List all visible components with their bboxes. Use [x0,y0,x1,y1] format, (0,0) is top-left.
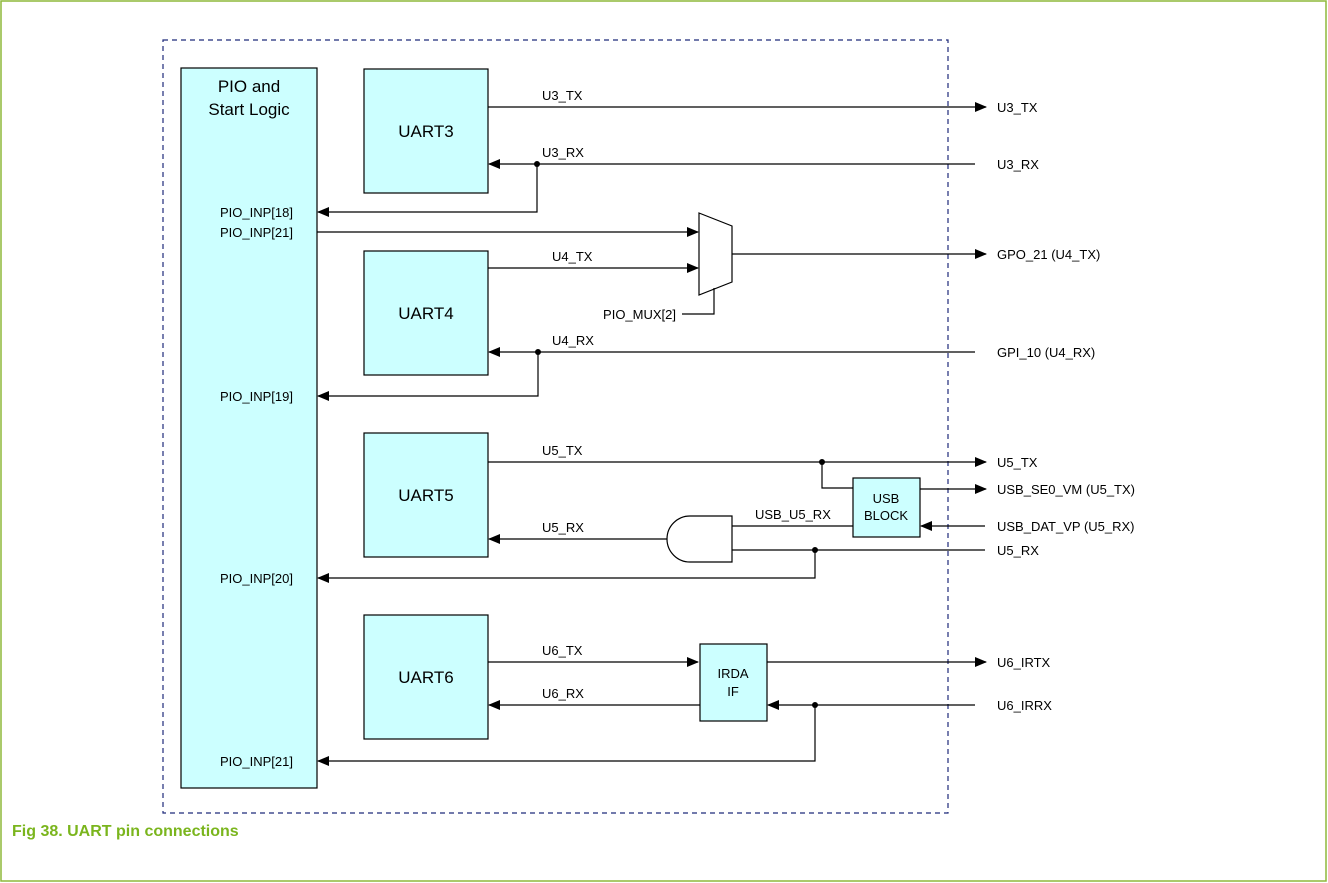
pio-inp18-label: PIO_INP[18] [220,205,293,220]
u4-rx-signal-label: U4_RX [552,333,594,348]
pio-mux-select-wire [682,288,715,315]
u5-tx-pin-label: U5_TX [997,455,1038,470]
figure-caption: Fig 38. UART pin connections [12,823,239,840]
u5-tx-to-usb-wire [821,462,853,489]
u6-irtx-pin-label: U6_IRTX [997,655,1051,670]
u6-irrx-to-pio-wire [317,705,816,766]
and-gate [666,515,733,563]
pio-mux-label: PIO_MUX[2] [603,307,676,322]
u5-rx-pin-label: U5_RX [997,543,1039,558]
uart5-block: UART5 [363,432,489,558]
uart6-label: UART6 [398,668,453,687]
u6-tx-signal-label: U6_TX [542,643,583,658]
multiplexer [698,212,733,296]
u4-tx-signal-label: U4_TX [552,249,593,264]
u5-rx-to-pio-wire [317,550,816,583]
pio-inp20-label: PIO_INP[20] [220,571,293,586]
usb-dat-vp-pin-label: USB_DAT_VP (U5_RX) [997,519,1135,534]
u3-rx-signal-label: U3_RX [542,145,584,160]
irda-block-label-line2: IF [727,684,739,699]
irda-block-label-line1: IRDA [717,666,748,681]
usb-block: USB BLOCK [852,477,921,538]
uart4-label: UART4 [398,304,453,323]
uart5-label: UART5 [398,486,453,505]
irda-if-block: IRDA IF [699,643,768,722]
u3-rx-pin-label: U3_RX [997,157,1039,172]
usb-block-label-line1: USB [873,491,900,506]
pio-start-logic-block: PIO and Start Logic [180,67,318,789]
u3-tx-pin-label: U3_TX [997,100,1038,115]
u4-rx-to-pio-wire [317,352,539,401]
u3-rx-to-pio-wire [317,164,538,217]
uart4-block: UART4 [363,250,489,376]
u5-rx-signal-label: U5_RX [542,520,584,535]
dashed-boundary [162,39,949,814]
uart6-block: UART6 [363,614,489,740]
pio-inp19-label: PIO_INP[19] [220,389,293,404]
gpo21-pin-label: GPO_21 (U4_TX) [997,247,1100,262]
pio-block-label-line2: Start Logic [208,100,290,119]
u6-rx-signal-label: U6_RX [542,686,584,701]
u5-tx-signal-label: U5_TX [542,443,583,458]
u6-irrx-pin-label: U6_IRRX [997,698,1052,713]
pio-inp21-top-label: PIO_INP[21] [220,225,293,240]
uart3-label: UART3 [398,122,453,141]
usb-se0-vm-pin-label: USB_SE0_VM (U5_TX) [997,482,1135,497]
gpi10-pin-label: GPI_10 (U4_RX) [997,345,1095,360]
usb-block-label-line2: BLOCK [864,508,908,523]
usb-u5-rx-signal-label: USB_U5_RX [755,507,831,522]
uart3-block: UART3 [363,68,489,194]
pio-inp21-bottom-label: PIO_INP[21] [220,754,293,769]
u3-tx-signal-label: U3_TX [542,88,583,103]
pio-block-label-line1: PIO and [218,77,280,96]
